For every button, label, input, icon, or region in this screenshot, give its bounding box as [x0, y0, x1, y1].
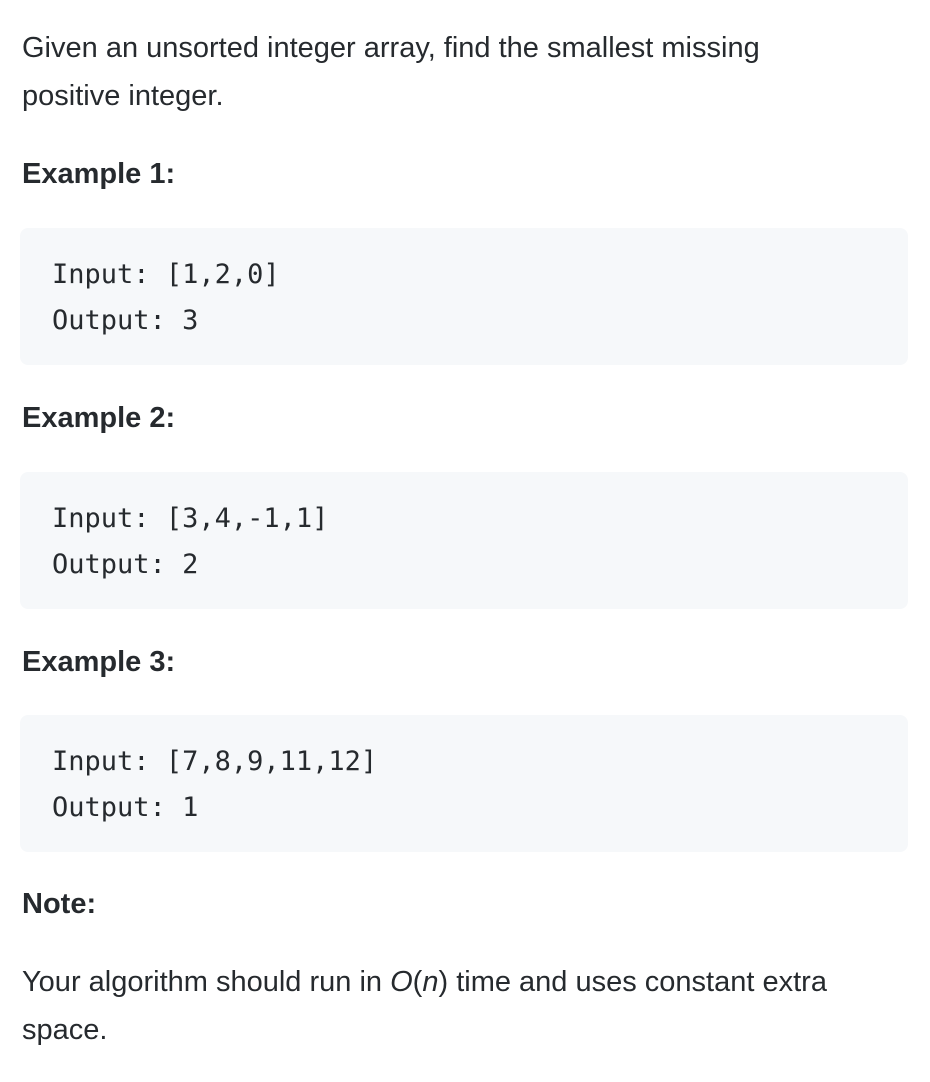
- output-value: 2: [182, 549, 199, 580]
- example-3-heading: Example 3:: [22, 646, 176, 678]
- note-text-before: Your algorithm should run in: [22, 966, 391, 998]
- example-3-input-line: Input: [7,8,9,11,12]: [52, 739, 876, 785]
- example-2-input-line: Input: [3,4,-1,1]: [52, 496, 876, 542]
- example-3-output-line: Output: 1: [52, 785, 876, 831]
- problem-statement: Given an unsorted integer array, find th…: [22, 32, 760, 112]
- paren-close: ): [438, 966, 449, 998]
- input-value: [3,4,-1,1]: [165, 503, 329, 534]
- note-text-after: time and uses constant extra space.: [22, 966, 827, 1046]
- output-label: Output:: [52, 305, 166, 336]
- input-label: Input:: [52, 503, 150, 534]
- example-2-output-line: Output: 2: [52, 542, 876, 588]
- example-2-codeblock: Input: [3,4,-1,1] Output: 2: [20, 472, 908, 609]
- big-o-symbol: O: [390, 966, 413, 998]
- output-label: Output:: [52, 549, 166, 580]
- input-value: [1,2,0]: [165, 259, 280, 290]
- paren-open: (: [412, 966, 423, 998]
- example-3-codeblock: Input: [7,8,9,11,12] Output: 1: [20, 715, 908, 852]
- note-text: Your algorithm should run in O(n) time a…: [22, 958, 882, 1054]
- example-1-codeblock: Input: [1,2,0] Output: 3: [20, 228, 908, 365]
- output-value: 1: [182, 792, 199, 823]
- example-1-output-line: Output: 3: [52, 298, 876, 344]
- input-label: Input:: [52, 259, 150, 290]
- example-2-heading: Example 2:: [22, 402, 176, 434]
- example-1-input-line: Input: [1,2,0]: [52, 252, 876, 298]
- output-value: 3: [182, 305, 199, 336]
- input-label: Input:: [52, 746, 150, 777]
- n-variable: n: [422, 966, 439, 998]
- output-label: Output:: [52, 792, 166, 823]
- input-value: [7,8,9,11,12]: [165, 746, 378, 777]
- note-heading: Note:: [22, 888, 97, 920]
- example-1-heading: Example 1:: [22, 158, 176, 190]
